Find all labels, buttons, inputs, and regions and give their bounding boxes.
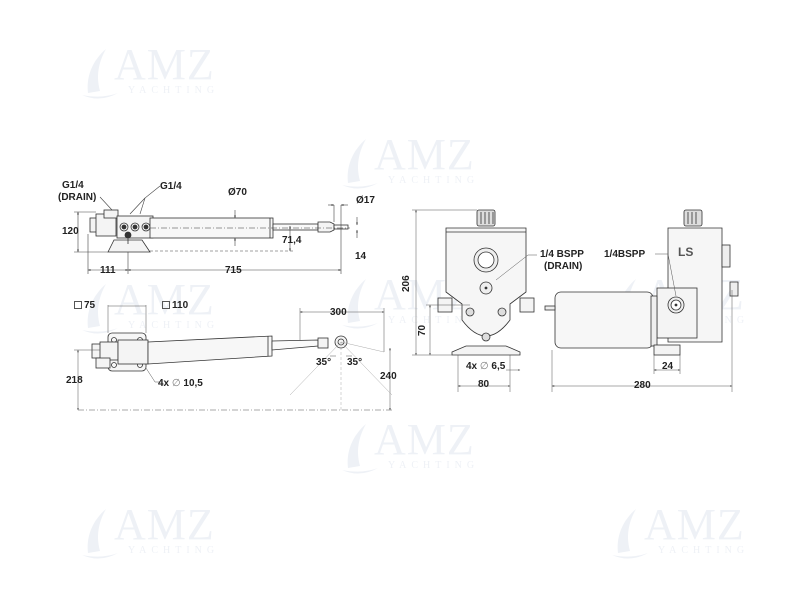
label-pump-drain-port-sub: (DRAIN) [544, 261, 583, 272]
square-icon [74, 301, 82, 310]
watermark-brand: AMZ [644, 500, 745, 549]
watermark-brand: AMZ [114, 275, 215, 324]
label-mount-holes: 4x ∅ 10,5 [158, 378, 203, 389]
sailboat-icon [342, 424, 378, 474]
pump-front-dimensions [412, 209, 537, 392]
label-pump-length: 280 [634, 380, 651, 391]
label-port: G1/4 [160, 181, 182, 192]
label-rod-end-diameter: Ø17 [356, 195, 375, 206]
label-pump-height: 206 [401, 275, 412, 292]
watermark-brand: AMZ [114, 40, 215, 89]
label-angle-left: 35° [316, 357, 332, 368]
sailboat-icon [82, 284, 118, 334]
label-pump-mount-holes: 4x ∅ 6,5 [466, 361, 506, 372]
watermark-tagline: YACHTING [658, 545, 750, 556]
cylinder-side-view [89, 209, 350, 253]
label-flange-110: 110 [162, 301, 188, 311]
label-pump-side-port: 1/4BSPP [604, 249, 646, 260]
label-pump-base-height: 70 [417, 324, 428, 336]
sailboat-icon [82, 49, 118, 99]
label-height-120: 120 [62, 226, 79, 237]
cylinder-top-view [91, 332, 348, 372]
label-drain-port-sub: (DRAIN) [58, 192, 97, 203]
label-foot-width: 24 [662, 361, 674, 372]
label-rod-offset: 71,4 [282, 235, 302, 246]
cylinder-top-dimensions [74, 305, 394, 411]
label-pump-drain-port: 1/4 BSPP [540, 249, 584, 260]
label-offset-240: 240 [380, 371, 397, 382]
ls-brand-mark: LS [678, 245, 693, 259]
watermark-tagline: YACHTING [388, 175, 480, 186]
label-base-length: 111 [100, 265, 116, 276]
watermark-brand: AMZ [374, 130, 475, 179]
watermark-tagline: YACHTING [128, 85, 220, 96]
watermark-tagline: YACHTING [128, 320, 220, 331]
pump-side-view: LS [544, 209, 739, 356]
label-offset-218: 218 [66, 375, 83, 386]
watermark-tagline: YACHTING [388, 315, 480, 326]
label-pump-width: 80 [478, 379, 490, 390]
label-body-diameter: Ø70 [228, 187, 247, 198]
watermark-brand: AMZ [374, 415, 475, 464]
square-icon [162, 301, 170, 310]
watermark-brand: AMZ [114, 500, 215, 549]
label-flange-75: 75 [74, 301, 95, 311]
cylinder-side-dimensions [74, 185, 358, 274]
label-stroke-length: 715 [225, 265, 242, 276]
sailboat-icon [612, 509, 648, 559]
label-rod-end-height: 14 [355, 251, 367, 262]
pump-front-view [437, 209, 535, 356]
watermark-tagline: YACHTING [388, 460, 480, 471]
label-rod-travel: 300 [330, 307, 347, 318]
sailboat-icon [342, 139, 378, 189]
sailboat-icon [82, 509, 118, 559]
watermark-tagline: YACHTING [128, 545, 220, 556]
label-angle-right: 35° [347, 357, 363, 368]
pump-side-dimensions [551, 253, 733, 392]
label-drain-port: G1/4 [62, 180, 84, 191]
